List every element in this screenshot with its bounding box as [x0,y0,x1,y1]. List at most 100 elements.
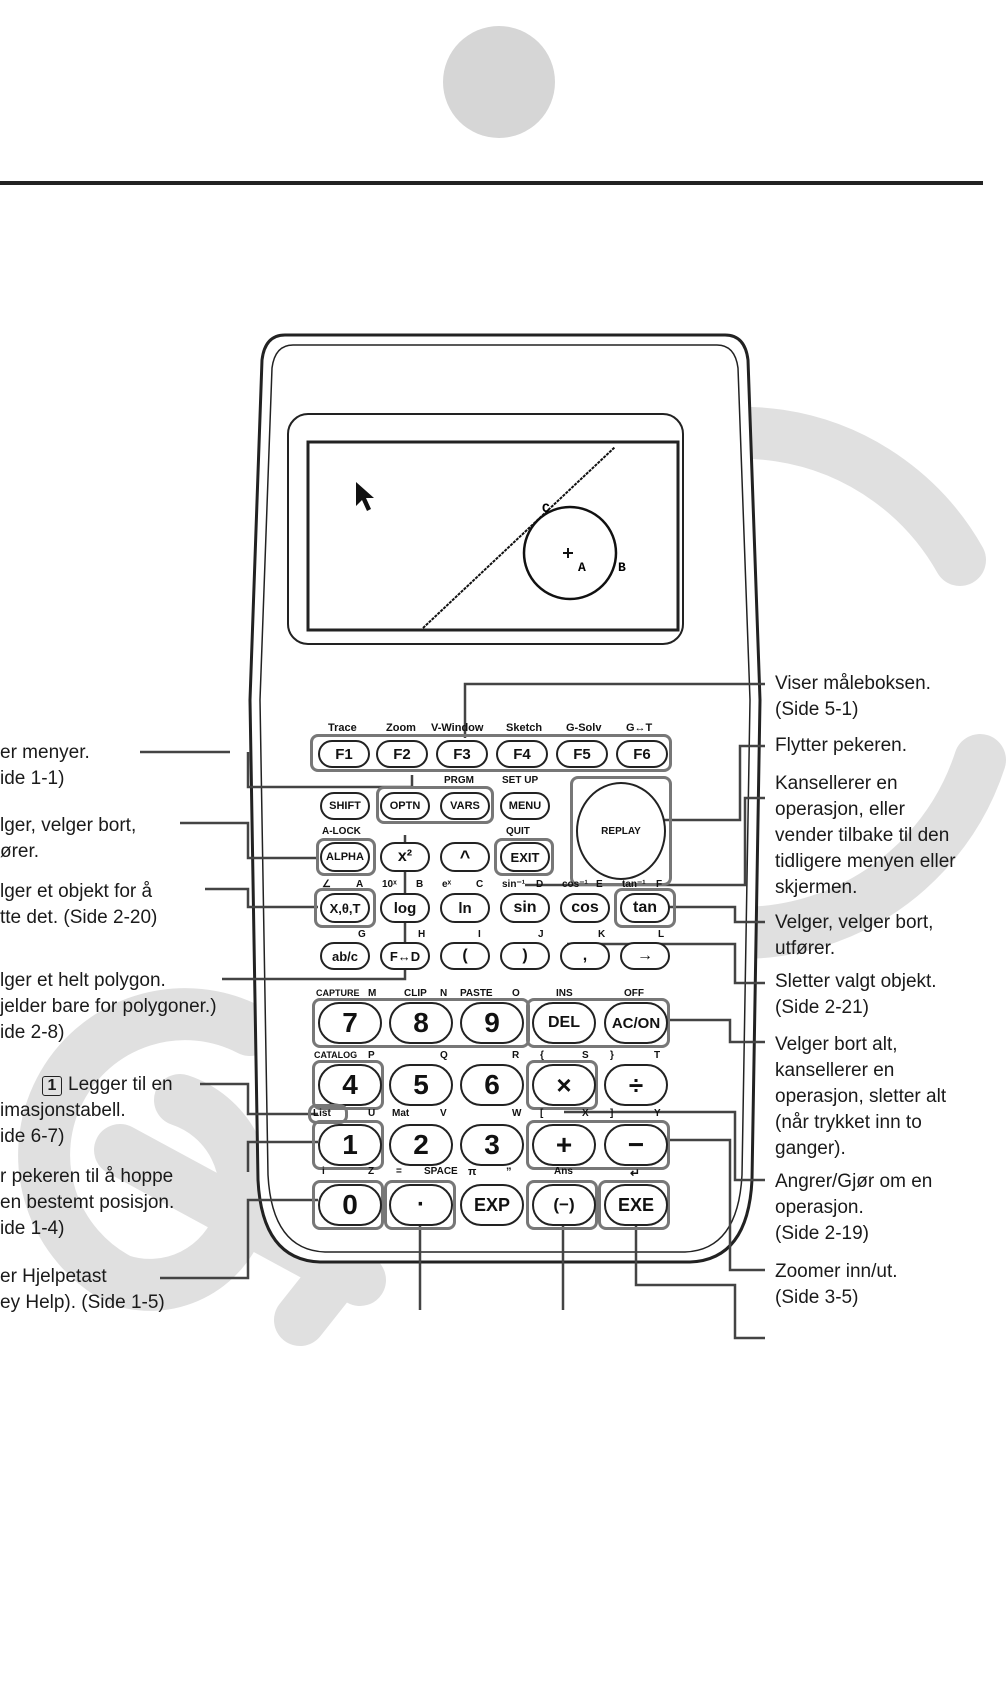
d4-key[interactable]: 4 [318,1064,382,1106]
f4-key[interactable]: F4 [496,740,548,768]
d1-key[interactable]: 1 [318,1124,382,1166]
exe-key[interactable]: EXE [604,1184,668,1226]
exp-key[interactable]: EXP [460,1184,524,1226]
d3-key[interactable]: 3 [460,1124,524,1166]
row7-label: ” [506,1166,512,1178]
replay-pad[interactable]: REPLAY [576,782,666,880]
digit-0-group [312,1180,384,1230]
minus-key[interactable]: − [604,1124,668,1166]
row2-secondary-label: A [356,879,364,890]
optn-vars-group [376,786,494,824]
geometry-drawing: A B C [356,446,626,629]
d2-key[interactable]: 2 [389,1124,453,1166]
vars-key[interactable]: VARS [440,792,490,820]
d0-key[interactable]: 0 [318,1184,382,1226]
d7-key[interactable]: 7 [318,1002,382,1044]
dot-group [384,1180,456,1230]
right-callout-1: Viser måleboksen.(Side 5-1) [775,671,931,723]
row3-secondary-label: K [598,929,606,940]
row2-secondary-label: cos⁻¹ [562,879,588,890]
square-key[interactable]: x² [380,842,430,872]
right-callout-5: Sletter valgt objekt.(Side 2-21) [775,969,937,1021]
menu-key[interactable]: MENU [500,792,550,820]
space-label: SPACE [424,1166,458,1177]
shift-key[interactable]: SHIFT [320,792,370,820]
mul-key[interactable]: × [532,1064,596,1106]
optn-key[interactable]: OPTN [380,792,430,820]
cos-key[interactable]: cos [560,893,610,923]
row5-label: { [540,1050,544,1061]
abc-key[interactable]: ab/c [320,942,370,970]
d8-key[interactable]: 8 [389,1002,453,1044]
row4-label: N [440,988,448,999]
dot-key[interactable]: · [389,1184,453,1226]
alpha-key[interactable]: ALPHA [320,842,370,872]
f-secondary-label: Trace [328,722,357,734]
arrow-key[interactable]: → [620,942,670,970]
callout-line: ide 6-7) [0,1126,65,1147]
log-key[interactable]: log [380,893,430,923]
div-key[interactable]: ÷ [604,1064,668,1106]
row4-label: M [368,988,377,999]
lparen-key[interactable]: ( [440,942,490,970]
acon-key[interactable]: AC/ON [604,1002,668,1044]
fd-key[interactable]: F↔D [380,942,430,970]
f1-key[interactable]: F1 [318,740,370,768]
rparen-key[interactable]: ) [500,942,550,970]
callout-line: ide 1-1) [0,768,65,789]
xthetat-key[interactable]: X,θ,T [320,893,370,923]
plus-key[interactable]: + [532,1124,596,1166]
d9-key[interactable]: 9 [460,1002,524,1044]
prgm-label: PRGM [444,775,474,786]
f-secondary-label: G-Solv [566,722,602,734]
callout-line: tidligere menyen eller [775,851,956,872]
row6-label: X [582,1108,589,1119]
paste-label: PASTE [460,988,493,999]
del-key[interactable]: DEL [532,1002,596,1044]
f6-key[interactable]: F6 [616,740,668,768]
f3-key[interactable]: F3 [436,740,488,768]
callout-line: operasjon. [775,1197,864,1218]
cursor-icon [356,482,374,511]
row2-secondary-label: B [416,879,424,890]
f-key-group [310,734,672,772]
tan-key[interactable]: tan [620,893,670,923]
quit-label: QUIT [506,826,530,837]
row5-label: } [610,1050,614,1061]
key-1-icon: 1 [42,1076,62,1096]
caret-key[interactable]: ^ [440,842,490,872]
row5-label: S [582,1050,589,1061]
digit-4-group [312,1060,384,1110]
callout-line: (Side 2-21) [775,997,869,1018]
row3-secondary-label: I [478,929,481,940]
callout-line: ey Help). (Side 1-5) [0,1292,165,1313]
comma-key[interactable]: , [560,942,610,970]
right-callout-4: Velger, velger bort,utfører. [775,910,933,962]
d6-key[interactable]: 6 [460,1064,524,1106]
row7-label: π [468,1166,477,1178]
row3-secondary-label: H [418,929,426,940]
sin-key[interactable]: sin [500,893,550,923]
svg-text:C: C [542,501,550,516]
row7-label: ↵ [630,1166,641,1180]
callout-line: operasjon, sletter alt [775,1086,947,1107]
neg-key[interactable]: (−) [532,1184,596,1226]
row3-secondary-label: G [358,929,366,940]
d5-key[interactable]: 5 [389,1064,453,1106]
callout-line: imasjonstabell. [0,1100,126,1121]
callout-line: ide 2-8) [0,1022,65,1043]
callout-line: operasjon, eller [775,799,905,820]
callout-line: lger et helt polygon. [0,970,166,991]
callout-line: Kansellerer en [775,773,898,794]
ln-key[interactable]: ln [440,893,490,923]
exit-key[interactable]: EXIT [500,842,550,872]
callout-line: er menyer. [0,742,90,763]
list-label: List [313,1108,331,1119]
f5-key[interactable]: F5 [556,740,608,768]
f2-key[interactable]: F2 [376,740,428,768]
